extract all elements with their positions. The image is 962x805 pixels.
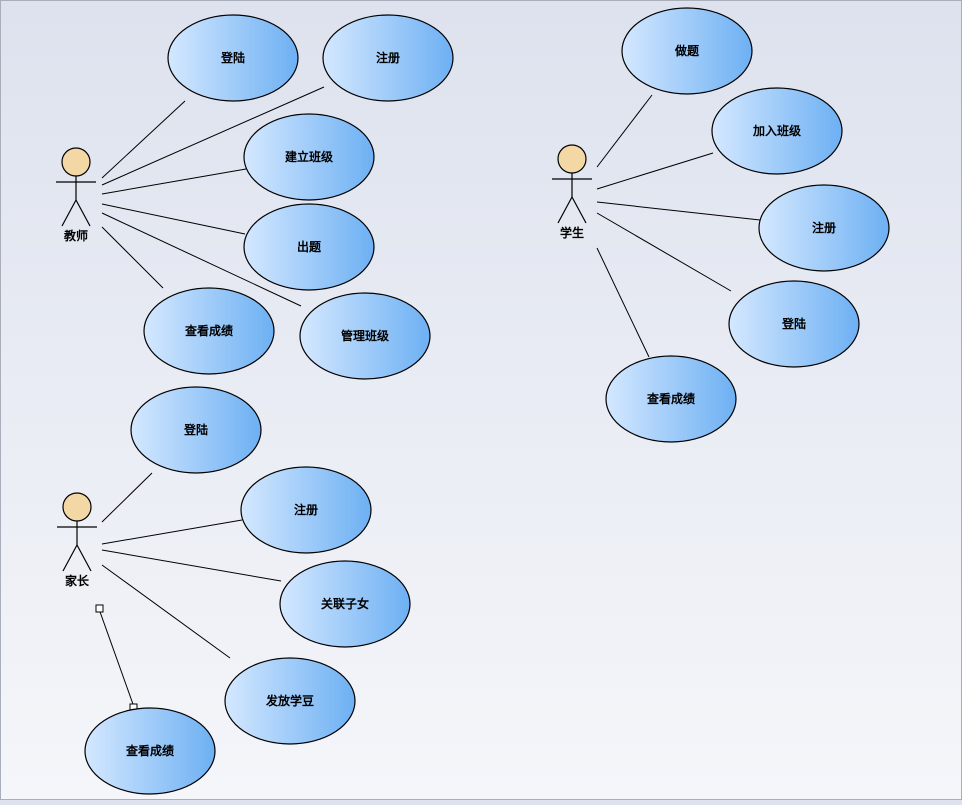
actor-parent[interactable]: 家长 [57,492,97,588]
association-line [101,212,302,307]
association-line [596,247,650,358]
use-case-s-do-questions[interactable]: 做题 [621,7,753,95]
use-case-t-set-questions[interactable]: 出题 [243,203,375,291]
actor-head-icon [62,492,92,522]
use-case-label: 管理班级 [341,328,389,343]
use-case-t-view-scores[interactable]: 查看成绩 [143,287,275,375]
parent-associations [98,472,282,708]
association-line [101,549,282,582]
association-line [101,203,246,235]
use-case-s-view-scores[interactable]: 查看成绩 [605,355,737,443]
use-case-s-login[interactable]: 登陆 [728,280,860,368]
use-case-p-view-scores[interactable]: 查看成绩 [84,707,216,795]
use-case-t-login[interactable]: 登陆 [167,14,299,102]
association-line [101,86,325,186]
use-case-label: 建立班级 [284,149,333,164]
actor-label: 教师 [63,228,88,243]
use-case-label: 登陆 [781,316,806,331]
association-line [101,472,153,523]
use-case-p-login[interactable]: 登陆 [130,386,262,474]
use-case-t-manage-class[interactable]: 管理班级 [299,292,431,380]
association-line [596,152,714,190]
connector-handle[interactable] [95,604,104,613]
use-case-s-register[interactable]: 注册 [758,184,890,272]
actor-head-icon [61,147,91,177]
association-line [98,608,135,708]
use-case-label: 注册 [294,502,318,517]
use-case-label: 查看成绩 [184,323,233,338]
association-line [101,168,247,195]
actor-teacher[interactable]: 教师 [56,147,96,243]
use-case-label: 登陆 [183,422,208,437]
use-case-label: 做题 [674,43,700,58]
actor-label: 家长 [65,573,90,588]
use-case-label: 加入班级 [752,123,801,138]
use-case-s-join-class[interactable]: 加入班级 [711,87,843,175]
use-case-label: 登陆 [220,50,245,65]
actor-label: 学生 [560,225,584,240]
use-case-label: 关联子女 [321,596,369,611]
use-case-label: 查看成绩 [125,743,174,758]
association-line [101,226,164,289]
association-line [101,564,231,659]
use-case-label: 注册 [812,220,836,235]
use-case-t-create-class[interactable]: 建立班级 [243,113,375,201]
teacher-associations [101,86,325,307]
use-case-label: 注册 [376,50,400,65]
association-line [596,201,761,221]
use-case-label: 出题 [297,239,322,254]
association-line [101,519,243,545]
use-case-label: 查看成绩 [646,391,695,406]
association-line [596,212,732,292]
use-case-p-link-child[interactable]: 关联子女 [279,560,411,648]
use-case-p-give-beans[interactable]: 发放学豆 [224,657,356,745]
use-case-label: 发放学豆 [265,693,314,708]
student-associations [596,94,761,358]
actor-head-icon [557,144,587,174]
use-case-p-register[interactable]: 注册 [240,466,372,554]
association-line [101,100,186,179]
use-case-t-register[interactable]: 注册 [322,14,454,102]
actor-student[interactable]: 学生 [552,144,592,240]
association-line [596,94,653,168]
